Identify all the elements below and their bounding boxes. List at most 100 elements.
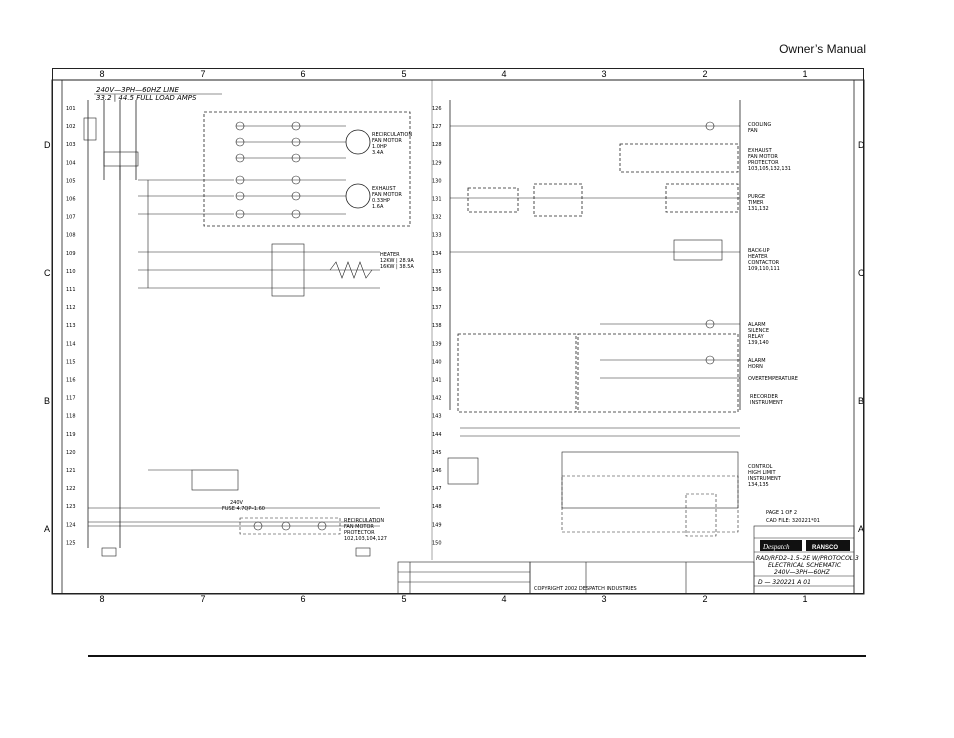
aux-enclosure-2 bbox=[533, 183, 583, 217]
rung-number: 132 bbox=[432, 215, 442, 221]
zone-col-7: 7 bbox=[200, 594, 205, 604]
rung-number: 133 bbox=[432, 233, 442, 239]
company-name: Despatch bbox=[762, 543, 790, 551]
rung-number: 120 bbox=[66, 450, 76, 456]
control-limit-l2: HIGH LIMIT bbox=[748, 470, 777, 476]
alarm-relay-l3: RELAY bbox=[748, 334, 765, 340]
zone-col-4: 4 bbox=[501, 594, 506, 604]
rung-number: 130 bbox=[432, 178, 442, 184]
backup-l1: BACK-UP bbox=[748, 248, 770, 254]
rung-number: 129 bbox=[432, 160, 442, 166]
heater-contactor bbox=[271, 243, 305, 297]
heater-l3: 16KW | 38.5A bbox=[380, 264, 414, 270]
recirc-motor-l1: RECIRCULATION bbox=[372, 132, 412, 138]
alarm-relay-l2: SILENCE bbox=[748, 328, 769, 334]
exhaust-prot-l3: PROTECTOR bbox=[748, 160, 779, 166]
rung-number: 114 bbox=[66, 341, 76, 347]
control-circuit bbox=[88, 469, 380, 557]
zone-col-6: 6 bbox=[300, 69, 305, 79]
rung-number: 104 bbox=[66, 160, 76, 166]
backup-l3: CONTACTOR bbox=[748, 260, 780, 266]
rung-number: 139 bbox=[432, 341, 442, 347]
control-limit-l1: CONTROL bbox=[748, 464, 773, 470]
recirc-protector-label: RECIRCULATION FAN MOTOR PROTECTOR 102,10… bbox=[344, 518, 387, 542]
backup-contactor-box bbox=[673, 239, 723, 261]
rung-numbers-left: 1011021031041051061071081091101111121131… bbox=[66, 106, 76, 546]
exhaust-protector-enclosure bbox=[619, 143, 739, 173]
recorder-l1: RECORDER bbox=[750, 394, 779, 400]
copyright: COPYRIGHT 2002 DESPATCH INDUSTRIES bbox=[534, 586, 637, 592]
rung-number: 141 bbox=[432, 378, 442, 384]
exhaust-motor-l2: FAN MOTOR bbox=[372, 192, 402, 198]
heater-l1: HEATER bbox=[380, 252, 400, 258]
rung-number: 126 bbox=[432, 106, 442, 112]
rung-number: 118 bbox=[66, 414, 76, 420]
control-limit-l3: INSTRUMENT bbox=[748, 476, 782, 482]
zone-col-1: 1 bbox=[802, 594, 807, 604]
exhaust-prot-l4: 103,105,132,131 bbox=[748, 166, 791, 172]
zone-col-6: 6 bbox=[300, 594, 305, 604]
title-line-3: 240V—3PH—60HZ bbox=[774, 569, 831, 576]
starter-circuits bbox=[235, 121, 346, 219]
rung-number: 115 bbox=[66, 359, 76, 365]
zone-col-8: 8 bbox=[99, 594, 104, 604]
recirc-starter-enclosure bbox=[203, 111, 411, 227]
zone-col-3: 3 bbox=[601, 594, 606, 604]
rung-number: 110 bbox=[66, 269, 76, 275]
purge-l1: PURGE bbox=[748, 194, 765, 200]
recorder-l2: INSTRUMENT bbox=[750, 400, 784, 406]
rung-number: 150 bbox=[432, 540, 442, 546]
rung-number: 122 bbox=[66, 486, 76, 492]
recirc-motor-label: RECIRCULATION FAN MOTOR 1.0HP 3.4A bbox=[372, 132, 412, 156]
cad-page: PAGE 1 OF 2 bbox=[766, 510, 797, 516]
heater-l2: 12KW | 28.9A bbox=[380, 258, 414, 264]
alarm-horn-l1: ALARM bbox=[748, 358, 766, 364]
rung-number: 117 bbox=[66, 396, 76, 402]
recirc-protector-l4: 102,103,104,127 bbox=[344, 536, 387, 542]
purge-timer-enclosure bbox=[665, 183, 739, 213]
zone-row-left-B: B bbox=[44, 396, 50, 406]
rung-number: 112 bbox=[66, 305, 76, 311]
fuse-l1: 240V bbox=[230, 500, 244, 506]
overtemp-label: OVERTEMPERATURE bbox=[748, 376, 798, 382]
rung-number: 125 bbox=[66, 540, 76, 546]
footer-rule bbox=[88, 655, 866, 657]
rung-number: 113 bbox=[66, 323, 76, 329]
title-box bbox=[753, 525, 855, 595]
rung-number: 108 bbox=[66, 233, 76, 239]
recorder-enclosure bbox=[577, 333, 739, 413]
purge-l2: TIMER bbox=[747, 200, 764, 206]
rung-number: 128 bbox=[432, 142, 442, 148]
zone-row-right-A: A bbox=[858, 524, 864, 534]
recirc-motor-l2: FAN MOTOR bbox=[372, 138, 402, 144]
exhaust-motor-l3: 0.33HP bbox=[372, 198, 390, 204]
rung-number: 134 bbox=[432, 251, 442, 257]
right-rungs bbox=[450, 121, 740, 379]
heater-element bbox=[329, 261, 373, 279]
zone-col-5: 5 bbox=[401, 69, 406, 79]
zone-row-right-C: C bbox=[858, 268, 865, 278]
alarm-horn-l2: HORN bbox=[748, 364, 763, 370]
exhaust-motor-symbol bbox=[345, 183, 371, 209]
rung-number: 116 bbox=[66, 378, 76, 384]
rung-number: 138 bbox=[432, 323, 442, 329]
instrument-area bbox=[447, 427, 740, 537]
cad-file: CAD FILE: 320221*01 bbox=[766, 518, 820, 524]
rung-number: 149 bbox=[432, 522, 442, 528]
zone-row-left-A: A bbox=[44, 524, 50, 534]
rung-number: 140 bbox=[432, 359, 442, 365]
backup-l4: 109,110,111 bbox=[748, 266, 780, 272]
zone-col-8: 8 bbox=[99, 69, 104, 79]
alarm-relay-l4: 139,140 bbox=[748, 340, 769, 346]
rung-number: 121 bbox=[66, 468, 76, 474]
zone-row-left-C: C bbox=[44, 268, 51, 278]
supply-amps-label: 33.2 | 44.5 FULL LOAD AMPS bbox=[96, 94, 197, 102]
drawing-frame bbox=[51, 79, 865, 595]
rung-number: 148 bbox=[432, 504, 442, 510]
alarm-relay-l1: ALARM bbox=[748, 322, 766, 328]
title-line-1: RAD/RFD2–1.5–2E W/PROTOCOL 3 bbox=[756, 555, 859, 562]
rung-number: 102 bbox=[66, 124, 76, 130]
